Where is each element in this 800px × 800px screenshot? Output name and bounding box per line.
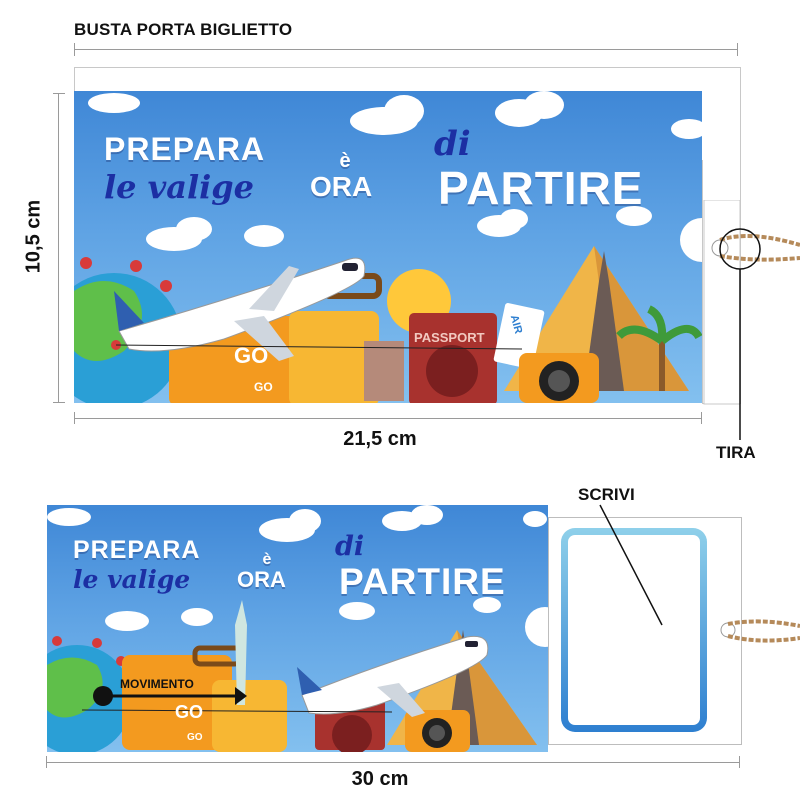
top-dimension-tick-right (737, 43, 738, 56)
pull-string-top (703, 200, 800, 440)
envelope-front-card: PREPARA le valige è ORA di PARTIRE (74, 91, 702, 403)
card-title-prepara: PREPARA (104, 131, 266, 167)
height-dimension-tick-top (53, 93, 65, 94)
write-label: SCRIVI (578, 485, 635, 504)
travel-illustration-bottom (47, 600, 537, 752)
width-dimension-line (74, 418, 702, 419)
luggage-text-small-bottom: GO (187, 732, 203, 743)
luggage-text-bottom: GO (175, 702, 204, 722)
card-bottom-title-prepara: PREPARA (73, 536, 201, 564)
pull-string-bottom (720, 619, 800, 643)
page-title: BUSTA PORTA BIGLIETTO (74, 20, 293, 39)
card-clouds (88, 91, 702, 251)
width-dimension-tick-left (74, 412, 75, 424)
top-dimension-tick-left (74, 43, 75, 56)
total-width-tick-left (46, 756, 47, 768)
card-bottom-title-partire: PARTIRE (339, 561, 506, 602)
thumb-notch (680, 218, 702, 262)
card-bottom-title-valige: le valige (73, 565, 191, 594)
width-dimension-label: 21,5 cm (343, 428, 417, 450)
card-bottom-title-di: di (335, 531, 365, 562)
card-clouds-bottom (47, 505, 547, 631)
movement-label: MOVIMENTO (120, 677, 194, 691)
card-title-e: è (339, 150, 351, 172)
total-width-dimension-line (46, 762, 740, 763)
total-width-tick-right (739, 756, 740, 768)
height-dimension-label: 10,5 cm (22, 199, 45, 274)
card-title-partire: PARTIRE (438, 162, 644, 214)
card-title-di: di (434, 124, 471, 164)
height-dimension-line (58, 93, 59, 403)
envelope-front-card-bottom: PREPARA le valige è ORA di PARTIRE GO GO (47, 505, 548, 752)
thumb-notch-bottom (525, 607, 548, 647)
card-bottom-title-e: è (262, 551, 272, 568)
travel-illustration (74, 246, 702, 403)
luggage-text: GO (234, 343, 269, 368)
write-area[interactable] (561, 528, 707, 732)
card-bottom-title-ora: ORA (237, 567, 286, 592)
passport-label: PASSPORT (414, 330, 485, 345)
card-title-valige: le valige (104, 168, 255, 206)
write-callout-line (599, 504, 663, 626)
luggage-text-small: GO (254, 380, 273, 394)
top-dimension-line (74, 49, 738, 50)
total-width-label: 30 cm (351, 768, 409, 790)
pull-label: TIRA (716, 443, 756, 462)
width-dimension-tick-right (701, 412, 702, 424)
ticket-insert (548, 517, 742, 745)
card-title-ora: ORA (310, 171, 373, 202)
height-dimension-tick-bottom (53, 402, 65, 403)
